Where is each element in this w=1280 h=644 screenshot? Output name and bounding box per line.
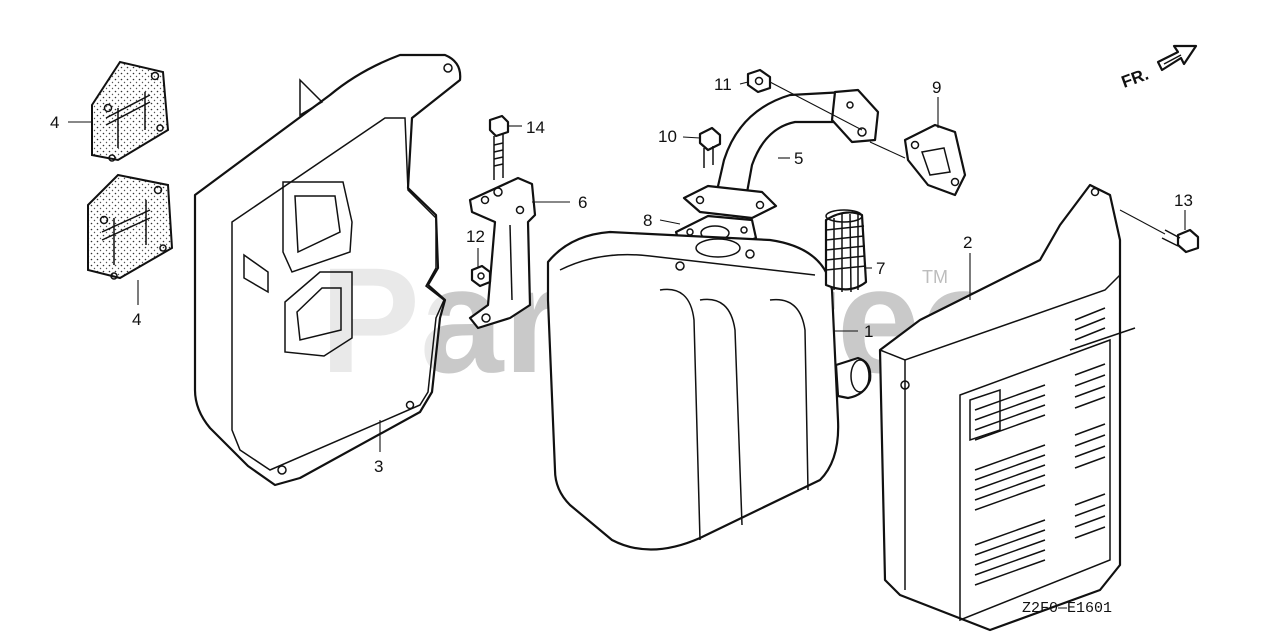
part-5-exhaust-pipe[interactable]	[682, 88, 880, 220]
front-direction-label: FR.	[1119, 65, 1151, 92]
part-14-flange-bolt[interactable]	[488, 114, 510, 180]
callout-12: 12	[466, 227, 485, 246]
leader-lines	[68, 81, 1186, 452]
callout-10: 10	[658, 127, 677, 146]
diagram-code: Z2F0—E1601	[1022, 600, 1112, 617]
cover-vent-slots	[974, 307, 1106, 586]
callout-6: 6	[578, 193, 587, 212]
part-9-exhaust-gasket[interactable]	[903, 123, 967, 197]
callout-8: 8	[643, 211, 652, 230]
callout-13: 13	[1174, 191, 1193, 210]
part-4-heat-plate-lower[interactable]	[87, 173, 174, 280]
callout-4-lower: 4	[132, 310, 141, 329]
callout-5: 5	[794, 149, 803, 168]
callout-4-upper: 4	[50, 113, 59, 132]
part-12-flange-nut[interactable]	[470, 264, 492, 288]
callout-11: 11	[714, 75, 732, 94]
part-4-heat-plate-upper[interactable]	[91, 60, 170, 162]
part-2-muffler-cover[interactable]	[878, 183, 1136, 632]
part-7-spark-arrester[interactable]	[824, 209, 868, 293]
part-6-muffler-stay[interactable]	[468, 176, 537, 330]
callout-7: 7	[876, 259, 885, 278]
part-3-muffler-protector[interactable]	[193, 53, 462, 487]
callout-9: 9	[932, 78, 941, 97]
part-1-muffler[interactable]	[546, 230, 872, 551]
part-13-flange-bolt[interactable]	[1161, 228, 1200, 254]
trademark-mark: TM	[922, 267, 948, 287]
part-10-flange-bolt[interactable]	[698, 126, 722, 168]
part-11-flange-nut[interactable]	[746, 68, 772, 94]
front-direction-arrow-icon	[1156, 44, 1198, 72]
callouts: 1 2 3 4 4 5 6 7 8 9 10 11 12 13 14	[50, 75, 1193, 476]
callout-3: 3	[374, 457, 383, 476]
callout-2: 2	[963, 233, 972, 252]
callout-14: 14	[526, 118, 545, 137]
callout-1: 1	[864, 322, 873, 341]
